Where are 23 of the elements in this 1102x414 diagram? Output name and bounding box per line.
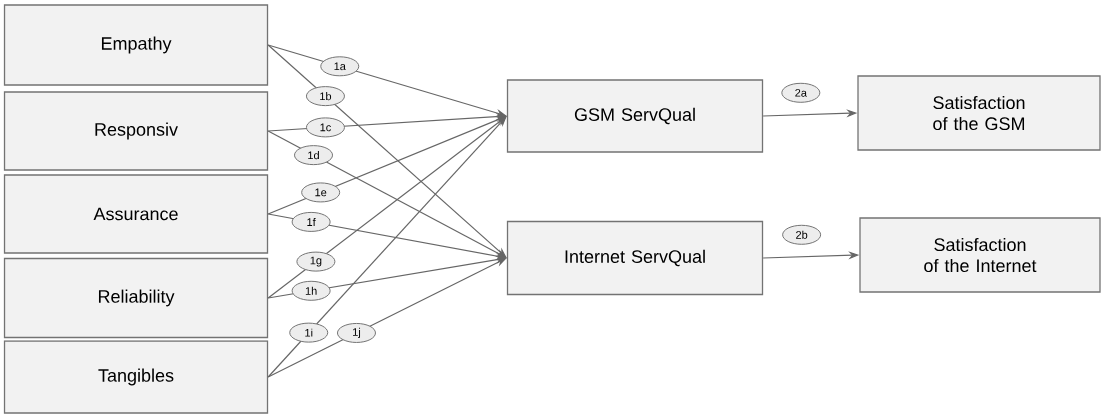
edge-label: 1e: [301, 182, 341, 203]
edge-label: 2b: [782, 224, 822, 245]
edge-label: 1i: [289, 322, 329, 343]
edge-label: 1a: [320, 56, 360, 77]
concept-box: Internet ServQual: [506, 220, 764, 296]
edge-label: 1f: [291, 211, 331, 232]
concept-box: Reliability: [3, 257, 269, 339]
edge-label: 1c: [305, 117, 345, 138]
edge-label: 2a: [781, 82, 821, 103]
edge-label: 1j: [337, 322, 376, 343]
arrow: [267, 116, 507, 378]
edge-label: 1h: [291, 280, 331, 301]
concept-box: Empathy: [3, 4, 269, 86]
concept-box: Satisfaction of the GSM: [857, 75, 1101, 151]
edge-label: 1d: [294, 145, 333, 166]
concept-box: Assurance: [3, 174, 269, 254]
concept-box: Responsiv: [3, 91, 269, 171]
edge-label: 1b: [305, 86, 345, 107]
arrow: [267, 44, 507, 258]
edge-label: 1g: [296, 251, 336, 272]
concept-box: GSM ServQual: [506, 79, 764, 153]
concept-box: Satisfaction of the Internet: [859, 217, 1101, 293]
concept-box: Tangibles: [3, 340, 269, 414]
